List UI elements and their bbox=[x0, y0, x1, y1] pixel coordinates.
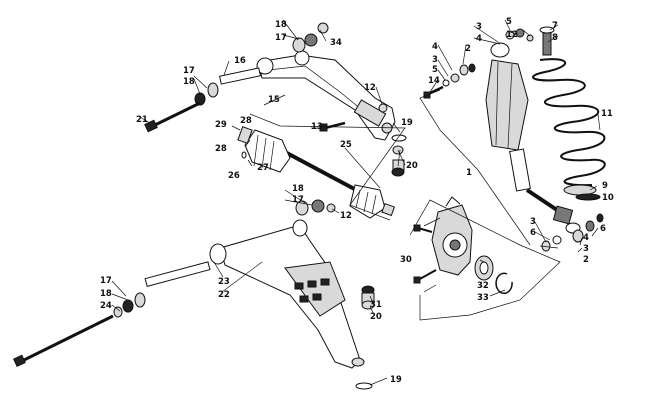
callout-18: 18 bbox=[275, 20, 287, 30]
lower-a-arm bbox=[209, 219, 365, 369]
callout-10: 10 bbox=[602, 193, 614, 203]
callout-19: 19 bbox=[401, 118, 413, 128]
callout-5: 5 bbox=[432, 65, 438, 75]
coil-spring bbox=[532, 26, 606, 201]
callout-21: 21 bbox=[136, 115, 148, 125]
callout-9: 9 bbox=[602, 181, 608, 191]
callout-27: 27 bbox=[257, 163, 269, 173]
callout-3: 3 bbox=[432, 55, 438, 65]
callout-6: 6 bbox=[600, 224, 606, 234]
callout-1: 1 bbox=[466, 168, 472, 178]
callout-31: 31 bbox=[370, 300, 382, 310]
callout-20: 20 bbox=[406, 161, 418, 171]
callout-3: 3 bbox=[476, 22, 482, 32]
callout-22: 22 bbox=[218, 290, 230, 300]
callout-8: 8 bbox=[552, 33, 558, 43]
callout-15: 15 bbox=[268, 95, 280, 105]
callout-5: 5 bbox=[506, 17, 512, 27]
callout-4: 4 bbox=[432, 42, 438, 52]
callout-12: 12 bbox=[506, 30, 518, 40]
steering-knuckle bbox=[413, 196, 473, 284]
callout-7: 7 bbox=[552, 21, 558, 31]
callout-2: 2 bbox=[583, 255, 589, 265]
leader-lines bbox=[111, 19, 601, 386]
callout-29: 29 bbox=[215, 120, 227, 130]
shock-absorber bbox=[485, 42, 581, 234]
callout-26: 26 bbox=[228, 171, 240, 181]
callout-28: 28 bbox=[215, 144, 227, 154]
callout-2: 2 bbox=[465, 44, 471, 54]
callout-11: 11 bbox=[601, 109, 613, 119]
lower-ball-joint bbox=[355, 285, 375, 390]
callout-4: 4 bbox=[476, 34, 482, 44]
callout-28: 28 bbox=[240, 116, 252, 126]
callout-13: 13 bbox=[311, 122, 323, 132]
callout-17: 17 bbox=[183, 66, 195, 76]
callout-4: 4 bbox=[583, 233, 589, 243]
upper-pivot-hardware bbox=[144, 22, 388, 133]
callout-6: 6 bbox=[530, 228, 536, 238]
callout-12: 12 bbox=[340, 211, 352, 221]
callout-labels: 18 17 34 16 17 18 21 15 12 19 13 25 20 2… bbox=[100, 17, 614, 385]
callout-18: 18 bbox=[183, 77, 195, 87]
upper-a-arm bbox=[256, 50, 396, 141]
wheel-bearing bbox=[474, 255, 513, 294]
callout-18: 18 bbox=[292, 184, 304, 194]
callout-30: 30 bbox=[400, 255, 412, 265]
callout-14: 14 bbox=[428, 76, 440, 86]
callout-24: 24 bbox=[100, 301, 112, 311]
callout-17: 17 bbox=[275, 33, 287, 43]
callout-20: 20 bbox=[370, 312, 382, 322]
callout-34: 34 bbox=[330, 38, 342, 48]
cv-driveshaft bbox=[237, 126, 396, 219]
callout-3: 3 bbox=[583, 244, 589, 254]
callout-19: 19 bbox=[390, 375, 402, 385]
callout-32: 32 bbox=[477, 281, 489, 291]
callout-3: 3 bbox=[530, 217, 536, 227]
callout-18: 18 bbox=[100, 289, 112, 299]
callout-12: 12 bbox=[364, 83, 376, 93]
callout-23: 23 bbox=[218, 277, 230, 287]
callout-16: 16 bbox=[234, 56, 246, 66]
callout-33: 33 bbox=[477, 293, 489, 303]
callout-17: 17 bbox=[292, 195, 304, 205]
callout-25: 25 bbox=[340, 140, 352, 150]
callout-17: 17 bbox=[100, 276, 112, 286]
